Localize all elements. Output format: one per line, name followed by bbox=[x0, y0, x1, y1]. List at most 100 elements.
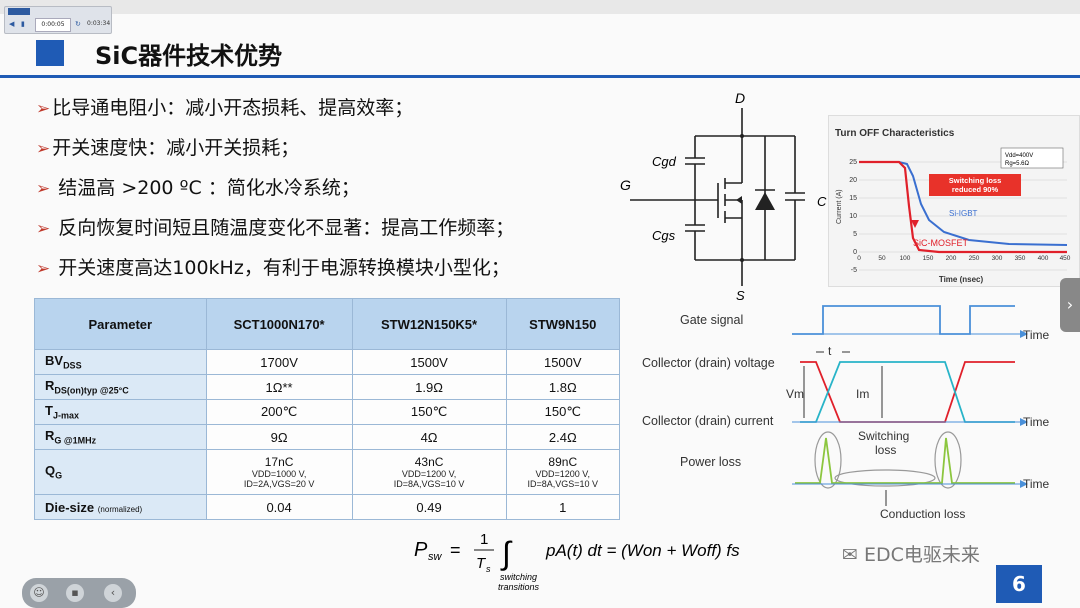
watermark: ✉ EDC电驱未来 bbox=[842, 540, 980, 567]
drain-label: D bbox=[735, 90, 745, 106]
bullet-item: ➢比导通电阻小：减小开态损耗、提高效率； bbox=[36, 93, 636, 133]
param-sub: G @1MHz bbox=[54, 435, 97, 446]
time-label: Time bbox=[1023, 477, 1050, 491]
x-tick: 350 bbox=[1015, 255, 1026, 262]
player-total-time: 0:03:34 bbox=[87, 20, 111, 27]
switching-label: Switching bbox=[858, 429, 909, 443]
formula-integrand: pA(t) dt = (Won + Woff) fs bbox=[545, 541, 740, 560]
y-tick: 10 bbox=[849, 213, 857, 220]
param-name: RG @1MHz bbox=[34, 424, 207, 450]
im-label: Im bbox=[856, 387, 869, 401]
conduction-loss-label: Conduction loss bbox=[880, 507, 965, 521]
param-sub: J-max bbox=[52, 410, 79, 421]
param-sub: G bbox=[55, 470, 63, 481]
cgs-label: Cgs bbox=[652, 228, 676, 243]
switching-loss-ellipse bbox=[934, 431, 962, 489]
param-symbol: Q bbox=[45, 463, 56, 479]
viewer-toolbar: ☺ ▪ ‹ bbox=[22, 578, 136, 608]
switching-loss-ellipse bbox=[814, 431, 842, 489]
x-tick: 250 bbox=[969, 255, 980, 262]
page-number: 6 bbox=[996, 565, 1042, 603]
switching-loss-formula: P sw = 1 T s ∫ pA(t) dt = (Won + Woff) f… bbox=[414, 531, 740, 592]
node-dot bbox=[740, 258, 744, 262]
power-loss-wave bbox=[795, 437, 1015, 484]
t-label: t bbox=[828, 344, 832, 358]
x-tick: 0 bbox=[857, 255, 861, 262]
table-cell: 1Ω** bbox=[205, 374, 353, 400]
formula-lhs-sub: sw bbox=[428, 551, 443, 563]
down-arrow-icon bbox=[911, 220, 919, 228]
table-cell: 1700V bbox=[205, 349, 353, 375]
param-sub: (normalized) bbox=[97, 504, 143, 514]
header-cell: STW9N150 bbox=[505, 298, 621, 350]
table-row: RDS(on)typ @25°C 1Ω** 1.9Ω 1.8Ω bbox=[34, 374, 621, 400]
integral-icon: ∫ bbox=[500, 535, 513, 571]
param-sub: DS(on)typ @25°C bbox=[54, 385, 129, 396]
arrow-icon bbox=[1020, 418, 1028, 426]
qg-note: VDD=1000 V, bbox=[251, 468, 307, 479]
si-igbt-curve bbox=[859, 161, 1068, 246]
legend-vdd: Vdd=400V bbox=[1005, 153, 1033, 159]
pause-icon[interactable]: ▮ bbox=[21, 20, 25, 28]
cgd-label: Cgd bbox=[652, 154, 677, 169]
player-time: 0:00:05 bbox=[35, 18, 71, 32]
header-cell: STW12N150K5* bbox=[351, 298, 507, 350]
y-tick: 25 bbox=[849, 159, 857, 166]
refresh-icon[interactable]: ↻ bbox=[75, 20, 81, 28]
graph-title: Turn OFF Characteristics bbox=[835, 128, 955, 139]
time-label: Time bbox=[1023, 415, 1050, 429]
time-label: Time bbox=[1023, 328, 1050, 342]
table-cell: 200℃ bbox=[205, 399, 353, 425]
qg-value: 43nC bbox=[414, 454, 444, 469]
arrow-bullet-icon: ➢ bbox=[36, 139, 51, 159]
node-dot bbox=[740, 134, 744, 138]
qg-value: 89nC bbox=[548, 454, 578, 469]
title-square bbox=[36, 40, 64, 66]
bullet-text: 结温高 >200 ºC ：简化水冷系统； bbox=[52, 177, 360, 199]
turn-off-graph: Turn OFF Characteristics Current (A) 25 … bbox=[828, 115, 1080, 287]
param-sub: DSS bbox=[63, 360, 82, 371]
table-cell: 150℃ bbox=[505, 399, 621, 425]
x-tick: 400 bbox=[1038, 255, 1049, 262]
qg-note: ID=8A,VGS=10 V bbox=[393, 478, 465, 489]
chevron-left-icon[interactable]: ‹ bbox=[104, 584, 122, 602]
table-cell: 1500V bbox=[351, 349, 507, 375]
legend-rg: Rg=5.6Ω bbox=[1005, 161, 1030, 167]
y-tick: 5 bbox=[853, 231, 857, 238]
formula-num: 1 bbox=[480, 531, 488, 548]
x-tick: 150 bbox=[923, 255, 934, 262]
y-tick: 20 bbox=[849, 177, 857, 184]
table-header-row: Parameter SCT1000N170* STW12N150K5* STW9… bbox=[34, 298, 621, 350]
x-axis-label: Time (nsec) bbox=[939, 275, 984, 284]
annotation-line2: reduced 90% bbox=[952, 185, 999, 194]
table-cell: 0.04 bbox=[205, 494, 353, 520]
formula-limit: switching bbox=[500, 572, 537, 582]
loss-label: loss bbox=[875, 443, 896, 457]
next-slide-button[interactable]: › bbox=[1060, 278, 1080, 332]
table-row: TJ-max 200℃ 150℃ 150℃ bbox=[34, 399, 621, 425]
qg-value: 17nC bbox=[264, 454, 294, 469]
bullet-text: 比导通电阻小：减小开态损耗、提高效率； bbox=[52, 97, 414, 119]
x-tick: 100 bbox=[900, 255, 911, 262]
bullet-list: ➢比导通电阻小：减小开态损耗、提高效率； ➢开关速度快：减小开关损耗； ➢ 结温… bbox=[36, 93, 636, 293]
comment-icon[interactable]: ▪ bbox=[66, 584, 84, 602]
gate-label: G bbox=[620, 177, 631, 193]
x-tick: 300 bbox=[992, 255, 1003, 262]
emoji-icon[interactable]: ☺ bbox=[30, 584, 48, 602]
bullet-item: ➢开关速度快：减小开关损耗； bbox=[36, 133, 636, 173]
param-name: RDS(on)typ @25°C bbox=[34, 374, 207, 400]
player-title-bar bbox=[8, 8, 30, 15]
bullet-item: ➢ 反向恢复时间短且随温度变化不显著：提高工作频率； bbox=[36, 213, 636, 253]
wechat-icon: ✉ bbox=[842, 544, 858, 566]
arrow-bullet-icon: ➢ bbox=[36, 179, 51, 199]
gate-signal-label: Gate signal bbox=[680, 313, 743, 327]
source-label: S bbox=[736, 288, 745, 300]
table-cell: 1 bbox=[505, 494, 621, 520]
play-icon[interactable]: ◀ bbox=[9, 20, 15, 28]
arrow-icon bbox=[736, 196, 742, 204]
qg-note: VDD=1200 V, bbox=[401, 468, 457, 479]
bullet-item: ➢ 结温高 >200 ºC ：简化水冷系统； bbox=[36, 173, 636, 213]
